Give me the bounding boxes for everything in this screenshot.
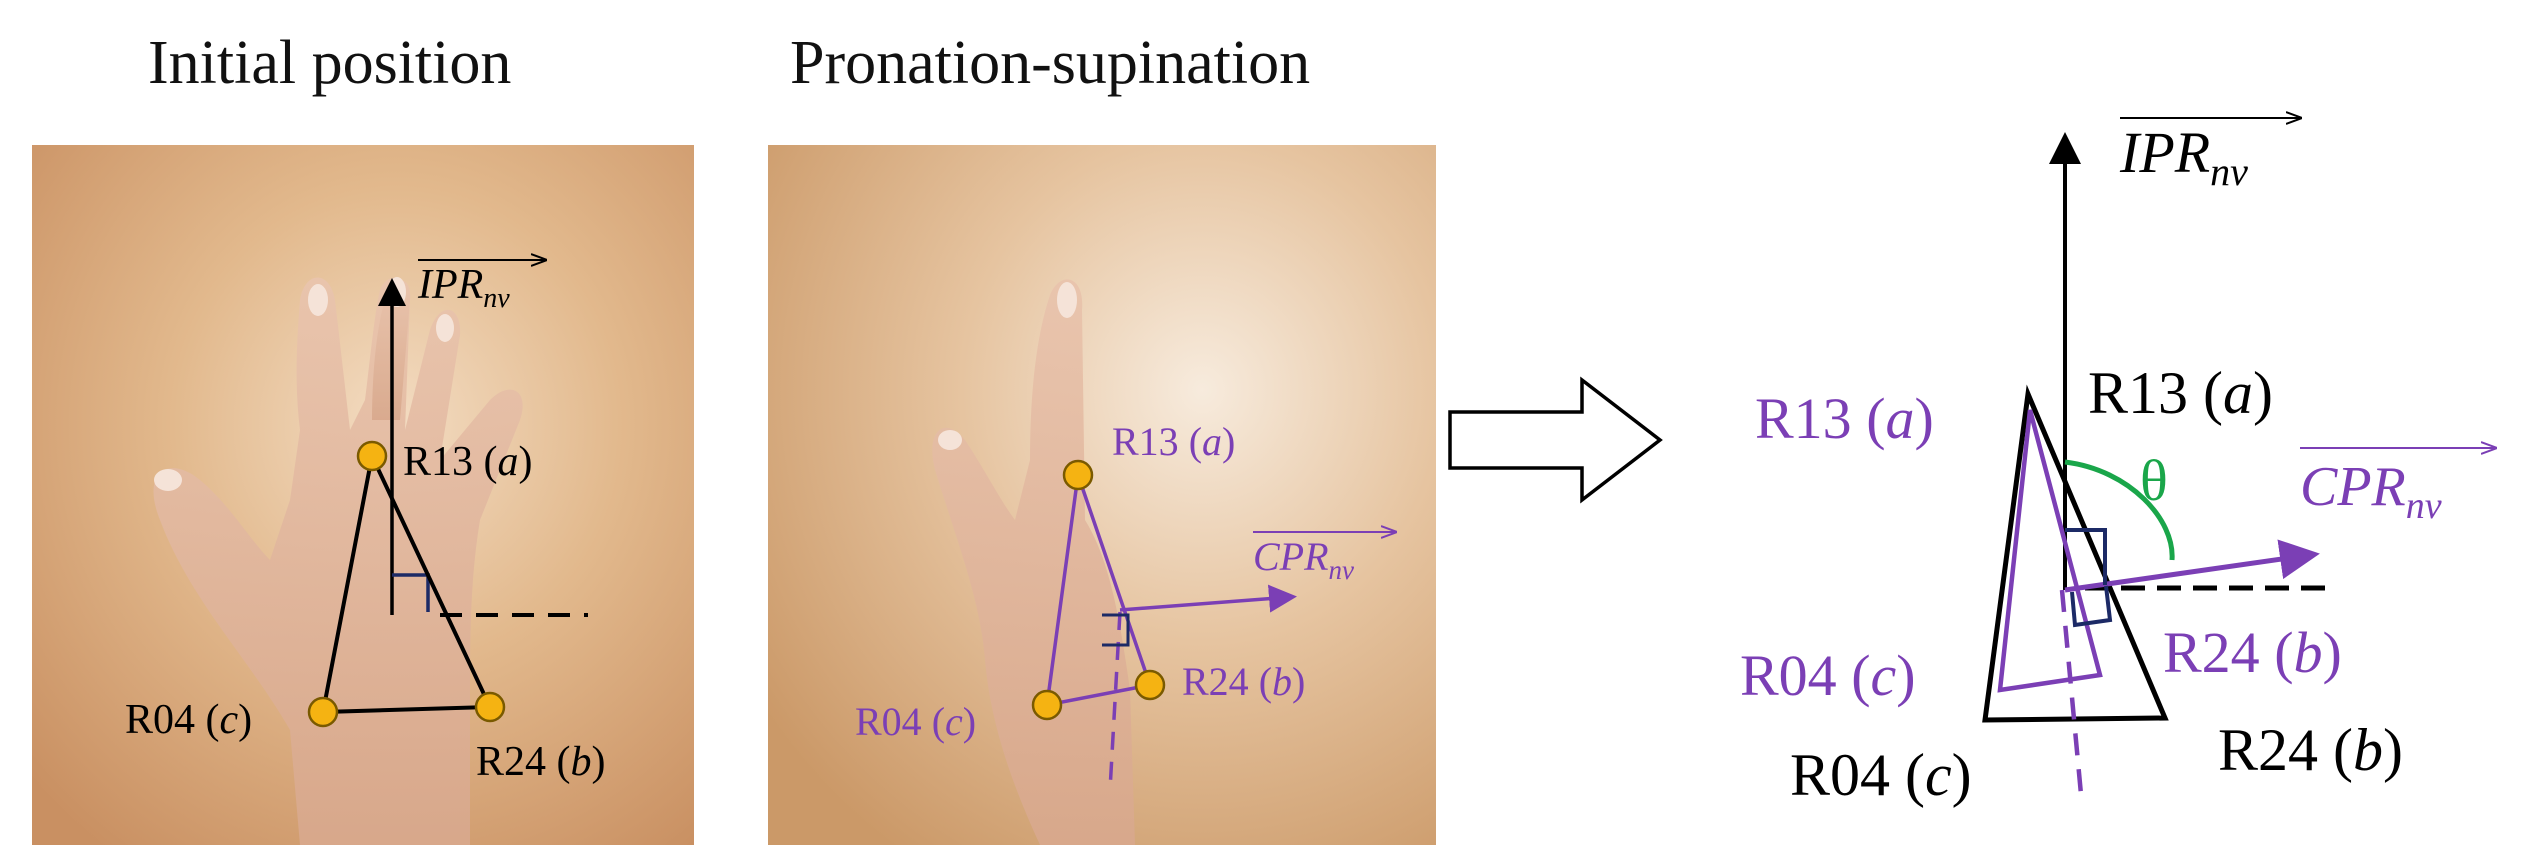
cpr-label: CPRnv — [1253, 534, 1354, 585]
label-r04: R04 (c) — [125, 697, 252, 743]
hand-shape — [932, 279, 1135, 845]
perpendicular-dashed-line-purple — [2059, 589, 2085, 806]
marker-r04 — [307, 696, 339, 728]
marker-triangle — [320, 449, 494, 715]
cpr-vector-arrow — [1119, 584, 1297, 613]
marker-r13 — [356, 440, 388, 472]
label-r13-current: R13 (a) — [1755, 386, 1934, 451]
marker-r13 — [1062, 459, 1094, 491]
hand-shape — [153, 277, 523, 845]
label-r04-current: R04 (c) — [1740, 643, 1916, 708]
ipr-label: IPRnv — [417, 262, 510, 314]
theta-angle-arc — [2064, 459, 2175, 561]
right-angle-marker — [1102, 613, 1130, 647]
marker-triangle — [1044, 474, 1153, 708]
theta-label: θ — [2140, 448, 2168, 513]
fingernail — [1057, 282, 1077, 318]
label-r24: R24 (b) — [1182, 659, 1305, 704]
fingernail — [436, 314, 454, 342]
cpr-label: CPRnv — [2300, 456, 2442, 527]
label-r13: R13 (a) — [403, 439, 533, 485]
label-r24: R24 (b) — [476, 739, 606, 785]
marker-r24 — [474, 691, 506, 723]
schematic-diagram: IPRnv CPRnv θ R13 (a) R13 (a) R04 (c) R0… — [1740, 118, 2495, 808]
label-r04-initial: R04 (c) — [1790, 742, 1972, 808]
current-triangle — [1997, 409, 2103, 693]
label-r13-initial: R13 (a) — [2088, 360, 2273, 426]
label-r24-current: R24 (b) — [2163, 620, 2342, 685]
marker-r04 — [1031, 689, 1063, 721]
fingernail — [308, 284, 328, 316]
pronation-supination-title: Pronation-supination — [790, 29, 1311, 97]
label-r04: R04 (c) — [855, 699, 976, 744]
fingernail — [938, 430, 962, 450]
label-r13: R13 (a) — [1112, 419, 1235, 464]
marker-r24 — [1134, 669, 1166, 701]
pronation-supination-photo: CPRnv R13 (a) R04 (c) R24 (b) — [768, 145, 1436, 845]
hollow-right-arrow-icon — [1448, 376, 1663, 504]
initial-position-photo: IPRnv R13 (a) R04 (c) R24 (b) — [32, 145, 694, 845]
label-r24-initial: R24 (b) — [2218, 717, 2403, 783]
right-angle-marker — [2065, 528, 2107, 585]
fingernail — [154, 469, 182, 491]
right-angle-marker — [2070, 585, 2113, 628]
ipr-label: IPRnv — [2119, 120, 2248, 194]
initial-position-title: Initial position — [148, 29, 512, 97]
